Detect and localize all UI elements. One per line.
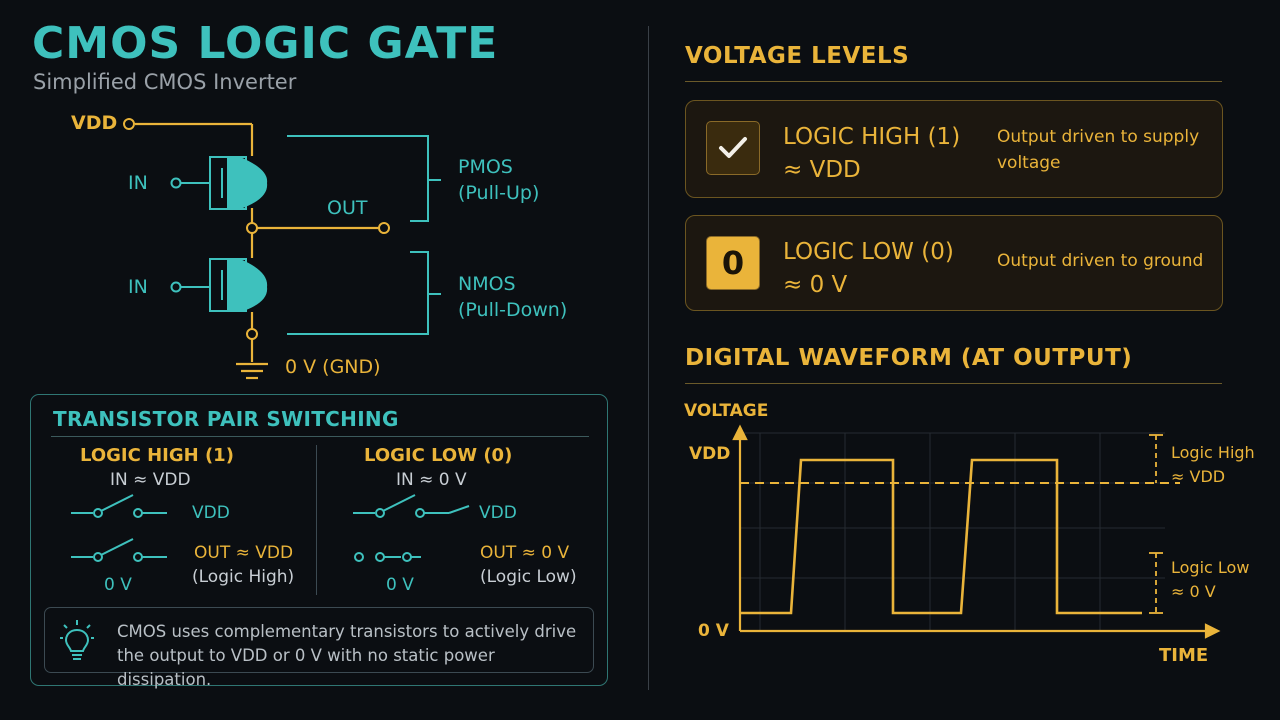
pair-high-bottom-label: 0 V (104, 575, 132, 595)
note-text: CMOS uses complementary transistors to a… (117, 620, 587, 692)
pair-high-out: OUT ≈ VDD (194, 543, 294, 563)
zero-tick-label: 0 V (698, 621, 729, 641)
cmos-inverter-schematic (123, 118, 441, 380)
logic-low-desc: Output driven to ground (997, 251, 1204, 271)
vdd-terminal (123, 118, 135, 130)
logic-high-annotation-2: ≈ VDD (1171, 467, 1226, 486)
logic-high-annotation-1: Logic High (1171, 443, 1255, 462)
lightbulb-icon (60, 620, 94, 660)
pair-high-title: LOGIC HIGH (1) (80, 445, 234, 466)
pair-low-title: LOGIC LOW (0) (364, 445, 513, 466)
panel-divider (648, 26, 649, 690)
pair-low-input: IN ≈ 0 V (396, 470, 467, 490)
gnd-node (246, 328, 258, 340)
note-box: CMOS uses complementary transistors to a… (44, 607, 594, 689)
waveform-chart (732, 424, 1221, 639)
logic-low-state: LOGIC LOW (0) ≈ 0 V (783, 236, 954, 302)
transistor-pair-panel: TRANSISTOR PAIR SWITCHING LOGIC HIGH (1)… (30, 394, 608, 686)
voltage-levels-rule (685, 81, 1222, 82)
logic-high-desc: Output driven to supply voltage (997, 124, 1199, 176)
pmos-transistor (170, 156, 268, 210)
pair-low-switches (353, 494, 470, 562)
out-node (246, 222, 258, 234)
logic-high-card: LOGIC HIGH (1) ≈ VDD Output driven to su… (685, 100, 1223, 198)
vdd-label: VDD (71, 112, 118, 134)
zero-badge: 0 (706, 236, 760, 290)
waveform-heading: DIGITAL WAVEFORM (AT OUTPUT) (685, 345, 1133, 371)
logic-low-annotation: Logic Low ≈ 0 V (1171, 556, 1249, 604)
pair-low-out: OUT ≈ 0 V (480, 543, 570, 563)
logic-high-value: ≈ VDD (783, 157, 861, 183)
note-line-1: CMOS uses complementary transistors to a… (117, 622, 577, 641)
out-terminal (378, 222, 390, 234)
logic-low-card: 0 LOGIC LOW (0) ≈ 0 V Output driven to g… (685, 215, 1223, 311)
output-waveform-trace (740, 458, 1142, 615)
pair-high-out-sub: (Logic High) (192, 567, 295, 587)
page-title: CMOS LOGIC GATE (32, 18, 499, 69)
logic-high-desc-2: voltage (997, 153, 1061, 173)
pair-low-out-sub: (Logic Low) (480, 567, 577, 587)
gnd-label: 0 V (GND) (285, 356, 381, 378)
note-line-2: the output to VDD or 0 V with no static … (117, 646, 495, 689)
pair-low-top-label: VDD (479, 503, 517, 523)
pair-high-switches (71, 494, 167, 562)
pmos-role-label: (Pull-Up) (458, 182, 540, 204)
pair-divider (51, 436, 589, 437)
in-top-label: IN (128, 172, 148, 194)
nmos-label: NMOS (458, 273, 516, 295)
vdd-tick-label: VDD (689, 444, 731, 464)
pmos-bracket (287, 135, 429, 222)
logic-low-annotation-2: ≈ 0 V (1171, 582, 1216, 601)
pair-column-divider (316, 445, 317, 595)
pair-high-input: IN ≈ VDD (110, 470, 191, 490)
in-bottom-label: IN (128, 276, 148, 298)
logic-high-state-name: LOGIC HIGH (1) (783, 124, 961, 150)
time-axis-label: TIME (1159, 645, 1209, 666)
logic-low-annotation-1: Logic Low (1171, 558, 1250, 577)
nmos-transistor (170, 258, 268, 312)
logic-low-state-name: LOGIC LOW (0) (783, 239, 954, 265)
logic-high-state: LOGIC HIGH (1) ≈ VDD (783, 121, 960, 187)
pair-high-top-label: VDD (192, 503, 230, 523)
page-subtitle: Simplified CMOS Inverter (33, 70, 297, 94)
logic-low-value: ≈ 0 V (783, 272, 848, 298)
logic-high-desc-1: Output driven to supply (997, 127, 1200, 147)
pair-low-bottom-label: 0 V (386, 575, 414, 595)
voltage-levels-heading: VOLTAGE LEVELS (685, 43, 910, 69)
nmos-bracket (287, 251, 429, 335)
check-icon (706, 121, 760, 175)
out-label: OUT (327, 197, 368, 219)
pmos-label: PMOS (458, 156, 513, 178)
logic-high-annotation: Logic High ≈ VDD (1171, 441, 1255, 489)
pair-heading: TRANSISTOR PAIR SWITCHING (53, 407, 399, 431)
voltage-axis-label: VOLTAGE (684, 401, 769, 421)
waveform-rule (685, 383, 1222, 384)
nmos-role-label: (Pull-Down) (458, 299, 568, 321)
